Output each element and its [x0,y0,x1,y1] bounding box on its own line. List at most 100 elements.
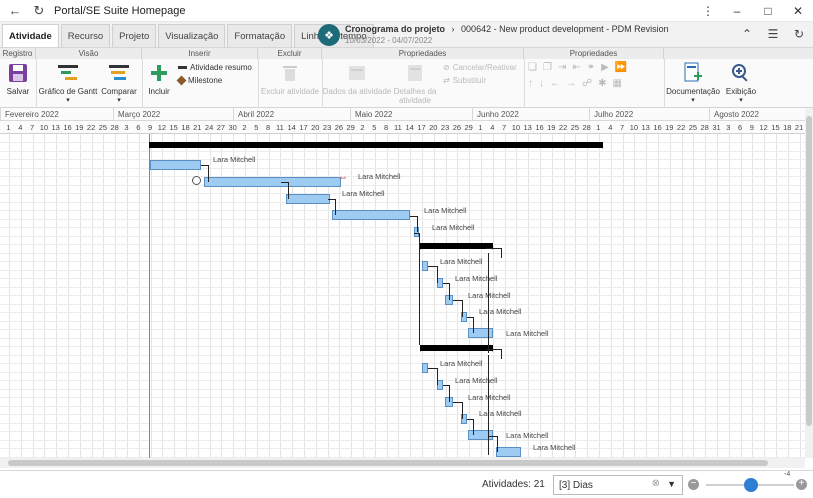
task-bar[interactable] [422,363,428,373]
task-bar[interactable] [461,414,467,424]
dependency-connector [488,436,498,452]
minimize-icon[interactable]: – [733,4,741,18]
calendar-icon[interactable]: ▦ [612,78,622,89]
reload-icon[interactable]: ↻ [33,2,45,18]
chevron-down-icon[interactable]: ▼ [667,479,676,489]
include-button[interactable]: Incluir [146,62,172,96]
project-summary-bar[interactable] [149,142,603,149]
chain-icon[interactable]: ☍ [582,78,593,89]
day-label: 25 [688,123,698,132]
dependency-connector [488,355,489,455]
task-bar[interactable] [496,447,521,457]
tab-formatacao[interactable]: Formatação [227,24,293,47]
trash-icon [279,62,301,84]
fast-forward-icon[interactable]: ⏩ [614,62,628,73]
left-icon[interactable]: ← [550,78,560,89]
activity-details-button[interactable]: Detalhes da atividade [392,62,438,105]
task-owner-label: Lara Mitchell [468,393,511,402]
day-label: 4 [490,123,495,132]
down-icon[interactable]: ↓ [539,78,544,89]
task-bar[interactable] [332,210,410,220]
move-icon[interactable]: ❏ [528,62,537,73]
task-bar[interactable] [414,227,419,237]
task-bar[interactable] [150,160,201,170]
group-empty [664,48,813,59]
task-bar[interactable] [461,312,467,322]
task-owner-label: Lara Mitchell [440,257,483,266]
cancel-icon: ⊘ [443,63,450,72]
link-icon[interactable]: ⚭ [586,62,596,73]
task-bar[interactable] [437,278,443,288]
collapse-up-icon[interactable]: ⌃ [741,27,753,41]
save-button[interactable]: Salvar [5,62,31,96]
day-label: 24 [204,123,214,132]
day-label: 3 [124,123,129,132]
outdent-icon[interactable]: ⇤ [572,62,581,73]
display-button[interactable]: Exibição ▾ [724,62,758,104]
summary-bar[interactable] [420,345,493,352]
clear-icon[interactable]: ⊗ [651,478,660,489]
milestone-button[interactable]: Milestone [176,75,222,86]
delete-activity-button[interactable]: Excluir atividade [260,62,320,96]
gantt-chart-button[interactable]: Gráfico de Gantt ▾ [39,62,97,104]
up-icon[interactable]: ↑ [528,78,533,89]
day-label: 26 [334,123,344,132]
day-label: 25 [98,123,108,132]
breadcrumb-root[interactable]: Cronograma do projeto [345,24,446,34]
properties-icon-row-2: ↑ ↓ ← → ☍ ✱ ▦ [528,78,622,89]
zoom-slider-thumb[interactable] [744,478,758,492]
horizontal-scroll-thumb[interactable] [8,460,768,466]
tab-recurso[interactable]: Recurso [60,24,111,47]
summary-bar[interactable] [420,243,493,250]
documentation-button[interactable]: Documentação ▾ [666,62,720,104]
close-icon[interactable]: ✕ [792,4,804,18]
tab-visualizacao[interactable]: Visualização [158,24,226,47]
play-icon[interactable]: ▶ [601,62,609,73]
resize-handle-icon[interactable]: ⇔ [338,172,348,183]
maximize-icon[interactable]: □ [764,4,772,18]
day-label: 14 [405,123,414,132]
right-icon[interactable]: → [566,78,576,89]
substitute-button[interactable]: ⇄ Substituir [443,76,487,85]
day-label: 13 [523,123,532,132]
zoom-in-button-icon[interactable]: + [796,479,807,490]
time-scale-value: [3] Dias [559,479,593,491]
back-arrow-icon[interactable]: ← [8,3,22,18]
dependency-connector [428,266,438,283]
summary-activity-button[interactable]: Atividade resumo [178,63,252,72]
group-propriedades-2: Propriedades [524,48,664,59]
cancel-reactivate-button[interactable]: ⊘ Cancelar/Reativar [443,63,517,72]
project-header: ❖ Cronograma do projeto › 000642 - New p… [318,24,669,46]
day-label: 6 [738,123,743,132]
task-bar[interactable] [468,328,493,338]
task-bar[interactable] [437,380,443,390]
task-bar[interactable] [422,261,428,271]
project-dates: 10/03/2022 - 04/07/2022 [345,36,433,45]
tab-atividade[interactable]: Atividade [2,24,59,47]
task-bar[interactable] [286,194,330,204]
more-icon[interactable]: ⋮ [702,4,714,18]
unlink-icon[interactable]: ✱ [598,78,607,89]
horizontal-scrollbar[interactable] [0,458,805,468]
day-label: 14 [287,123,296,132]
list-icon[interactable]: ☰ [767,27,779,41]
compare-button[interactable]: Comparar ▾ [100,62,138,104]
vertical-scroll-thumb[interactable] [806,116,812,426]
day-label: 20 [311,123,320,132]
task-bar[interactable] [204,177,341,187]
indent-icon[interactable]: ⇥ [557,62,567,73]
compare-icon [108,62,130,84]
month-label: Junho 2022 [472,108,589,121]
day-label: 9 [749,123,754,132]
day-label: 11 [275,123,284,132]
tab-projeto[interactable]: Projeto [112,24,157,47]
zoom-out-icon[interactable]: − [688,479,699,490]
day-label: 2 [242,123,247,132]
refresh-icon[interactable]: ↻ [793,27,805,41]
activity-data-button[interactable]: Dados da atividade [323,62,391,96]
task-bar[interactable] [468,430,493,440]
copy-icon[interactable]: ❐ [542,62,552,73]
time-scale-select[interactable]: [3] Dias ⊗ ▼ [553,475,683,495]
vertical-scrollbar[interactable] [805,108,813,458]
